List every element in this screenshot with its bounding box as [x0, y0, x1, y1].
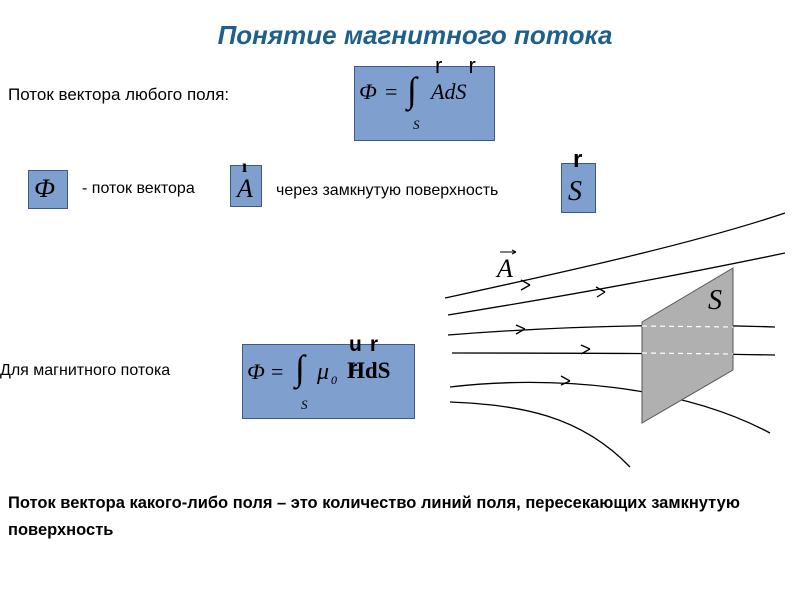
vector-s-symbol: S: [568, 176, 582, 208]
integral-sign: ∫: [407, 69, 417, 111]
flux-any-field-label: Поток вектора любого поля:: [8, 85, 229, 105]
mu-subscript: 0: [331, 373, 337, 388]
magnetic-flux-label: Для магнитного потока: [0, 362, 170, 380]
formula-phi: Ф: [359, 79, 377, 105]
field-line-5: [450, 382, 770, 433]
integral-subscript-magnetic: S: [301, 397, 308, 413]
phi-symbol: Ф: [34, 174, 55, 204]
integral-subscript: S: [413, 117, 420, 133]
integral-sign-magnetic: ∫: [295, 347, 305, 389]
formula-mag-eq: =: [271, 359, 283, 385]
through-surface-text: через замкнутую поверхность: [276, 182, 498, 200]
vector-arrow-marks: r r: [435, 53, 486, 79]
phi-box: Ф: [28, 170, 68, 209]
diagram-surface-label: S: [708, 285, 722, 316]
diagram-vector-a-label: A: [495, 254, 513, 283]
phi-description: - поток вектора: [82, 180, 195, 198]
vector-a-mark: ı: [242, 156, 247, 177]
vector-s-mark: r: [573, 146, 582, 174]
magnetic-arrow-marks: ur r: [349, 333, 414, 381]
mu-symbol: μ: [317, 359, 329, 386]
vector-a-box: A ı: [230, 165, 262, 207]
formula-integrand: AdS: [431, 79, 466, 105]
vector-a-symbol: A: [237, 174, 253, 204]
definition-note: Поток вектора какого-либо поля – это кол…: [8, 490, 798, 544]
formula-eq: =: [385, 79, 397, 105]
formula-magnetic-box: Ф = ∫ S μ 0 HdS ur r: [242, 344, 415, 419]
slide-title: Понятие магнитного потока: [0, 20, 800, 51]
formula-mag-phi: Ф: [247, 359, 265, 385]
field-line-1: [445, 213, 785, 298]
field-lines-diagram: A S: [430, 205, 800, 475]
field-line-6: [450, 402, 630, 467]
formula-general-box: Ф = ∫ S AdS r r: [354, 66, 495, 141]
